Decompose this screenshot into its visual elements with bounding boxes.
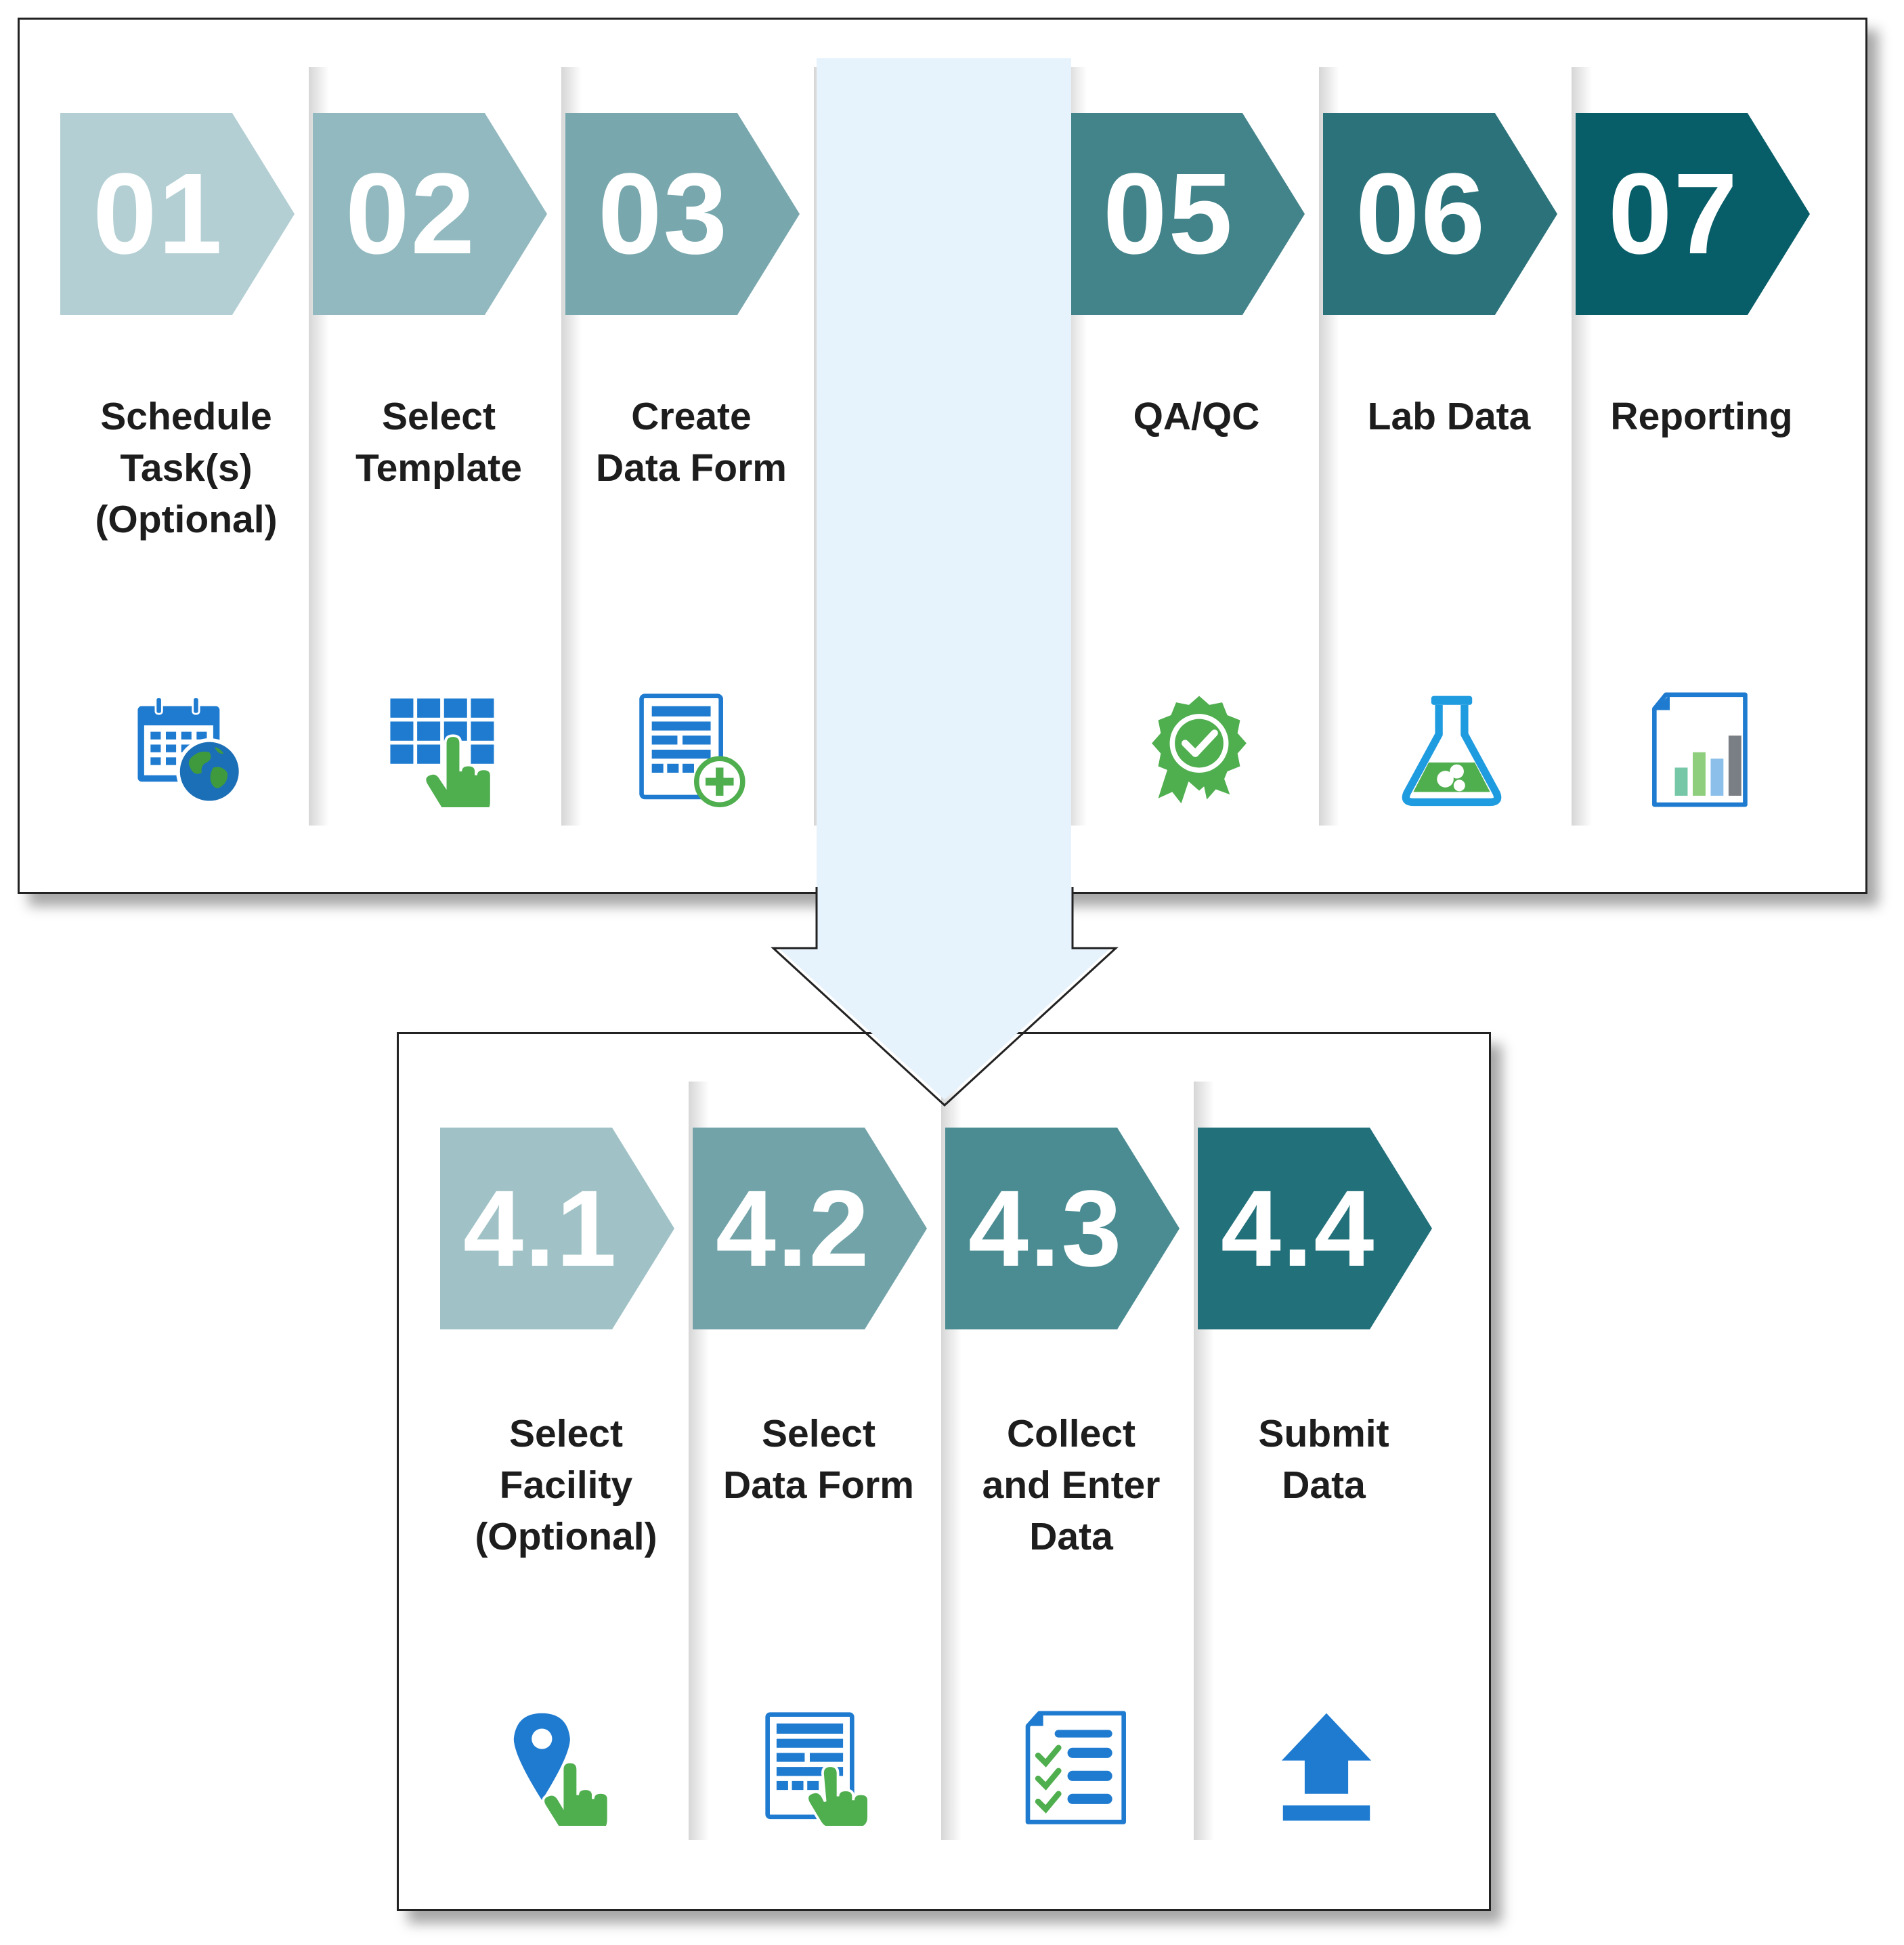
step-number: 05 [1103,150,1234,278]
substep-chevron: 4.1 [440,1128,674,1329]
step-label: Select Template [355,395,522,490]
step-label: Reporting [1610,395,1793,438]
substep-number: 4.4 [1221,1168,1376,1289]
flask-icon [1394,692,1509,807]
step-chevron: 03 [565,113,800,315]
step-label: Create Data Form [596,395,787,490]
step-chevron: 02 [313,113,547,315]
step-number: 02 [345,150,477,278]
location-pointer-icon [511,1711,626,1826]
substep-chevron: 4.4 [1198,1128,1432,1329]
grid-pointer-icon [384,692,499,807]
substep-chevron: 4.2 [693,1128,927,1329]
substep-chevron: 4.3 [945,1128,1180,1329]
form-add-icon [636,692,752,807]
step-number: 03 [598,150,729,278]
substep-number: 4.3 [968,1168,1123,1289]
step-label: Schedule Task(s) (Optional) [95,395,278,541]
substep-label: Collect and Enter Data [982,1412,1161,1558]
substep-label: Select Data Form [723,1412,914,1507]
step-chevron: 01 [60,113,295,315]
substep-number: 4.2 [716,1168,871,1289]
substep-label: Submit Data [1258,1412,1389,1507]
substep-label: Select Facility (Optional) [475,1412,657,1558]
step-04-highlight [817,58,1071,901]
report-chart-icon [1647,692,1762,807]
step-label: QA/QC [1133,395,1260,438]
calendar-globe-icon [131,692,246,807]
form-pointer-icon [764,1711,879,1826]
step-chevron: 07 [1576,113,1810,315]
step-number: 01 [93,150,224,278]
step-label: Lab Data [1367,395,1531,438]
checklist-icon [1016,1711,1131,1826]
substep-number: 4.1 [463,1168,618,1289]
step-number: 06 [1356,150,1487,278]
badge-check-icon [1142,692,1257,807]
expand-arrow [765,887,1124,1111]
step-chevron: 06 [1323,113,1557,315]
step-number: 07 [1608,150,1739,278]
step-chevron: 05 [1070,113,1305,315]
upload-icon [1269,1711,1384,1826]
